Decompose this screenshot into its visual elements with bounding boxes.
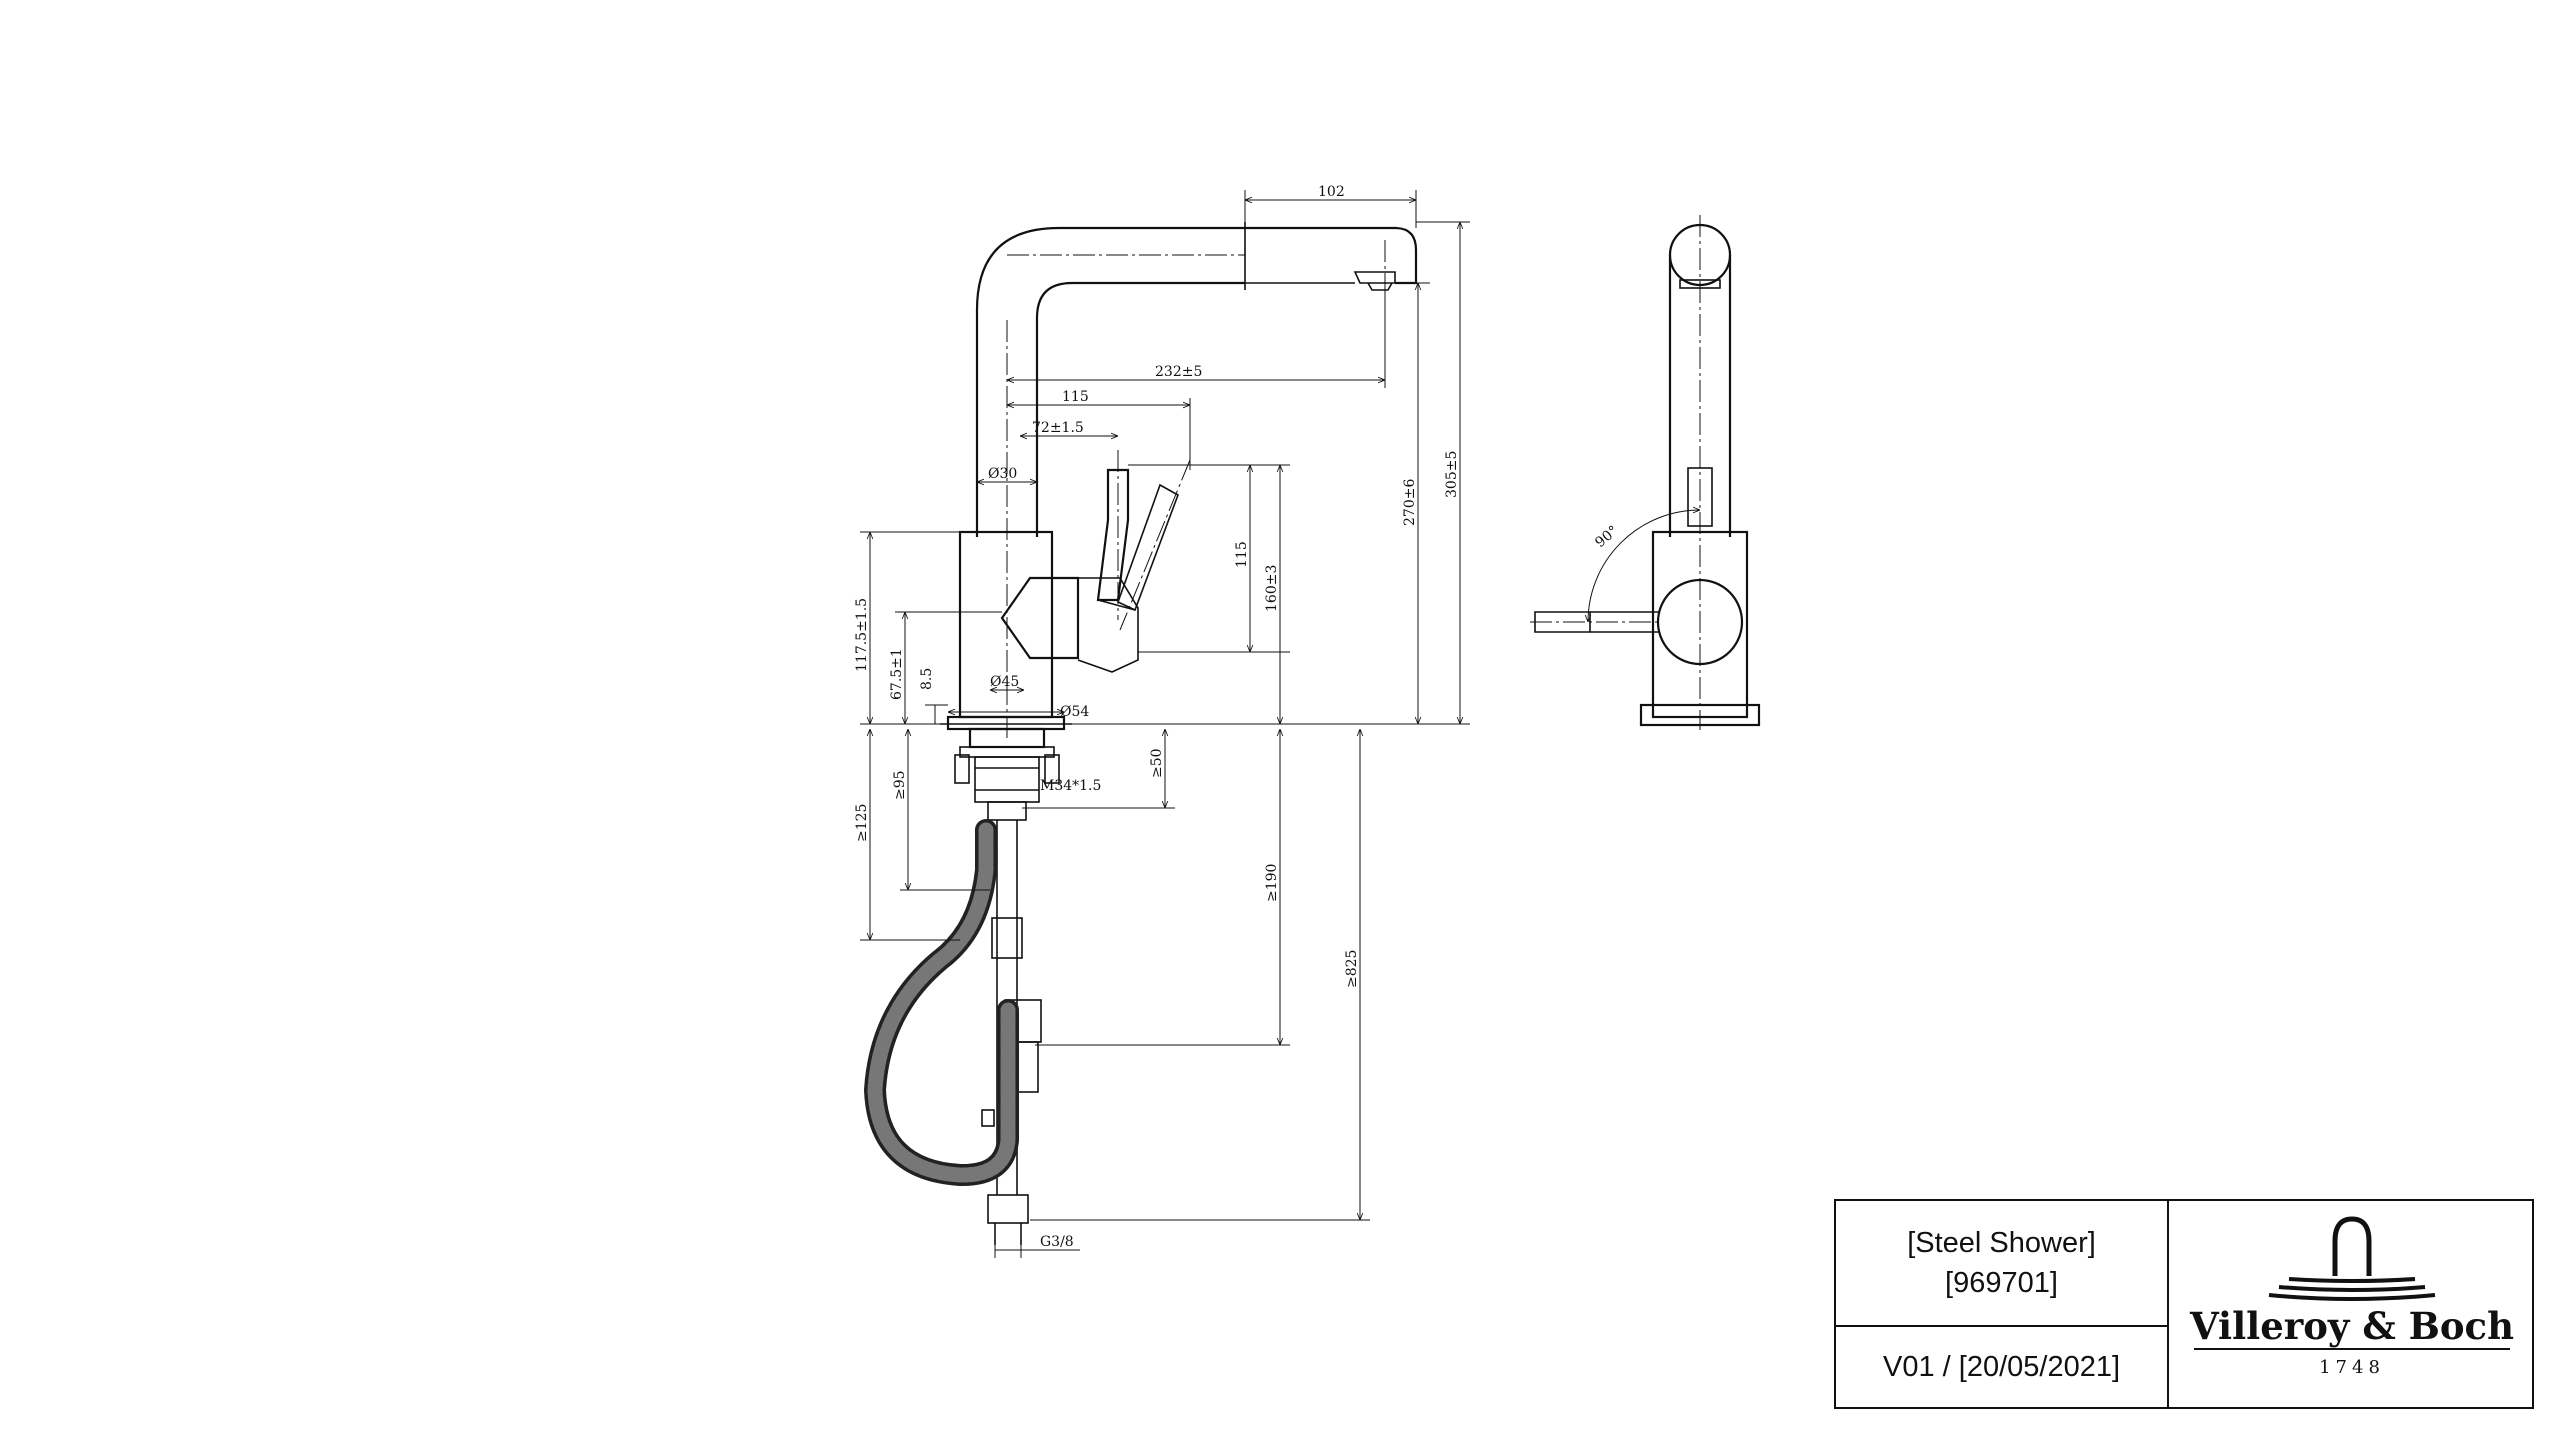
brand-logo: Villeroy & Boch 1748	[2169, 1201, 2532, 1407]
dim-lever-height: 115	[1234, 541, 1250, 568]
dim-body-height: 117.5±1.5	[854, 598, 870, 672]
dim-thread: M34*1.5	[1040, 778, 1101, 794]
dim-min-depth-825: ≥825	[1344, 950, 1360, 988]
dim-min-depth-125: ≥125	[854, 804, 870, 842]
dim-lever-offset: 115	[1062, 389, 1089, 405]
dim-pivot-height: 67.5±1	[889, 648, 905, 700]
product-name: [Steel Shower]	[1907, 1227, 2096, 1259]
dim-spout-reach: 232±5	[1155, 364, 1202, 380]
dim-min-shank: ≥50	[1149, 748, 1165, 778]
brand-year: 1748	[2319, 1357, 2385, 1378]
version-date: V01 / [20/05/2021]	[1882, 1351, 2121, 1383]
product-code: [969701]	[1945, 1267, 2058, 1299]
front-view: 102 232±5 115 72±1.5 Ø30 Ø45 Ø54 115 160…	[854, 184, 1470, 1258]
version-cell: V01 / [20/05/2021]	[1836, 1327, 2167, 1407]
title-block-info: [Steel Shower] [969701] V01 / [20/05/202…	[1836, 1201, 2169, 1407]
faucet-logo-icon: Villeroy & Boch 1748	[2189, 1216, 2514, 1378]
dim-connection-thread: G3/8	[1040, 1234, 1074, 1250]
dim-min-depth-95: ≥95	[892, 770, 908, 800]
dim-body-dia-upper: Ø30	[988, 466, 1017, 482]
dim-outlet-height: 270±6	[1402, 479, 1418, 526]
dim-base-dia: Ø54	[1060, 704, 1089, 720]
dim-spout-tip: 102	[1318, 184, 1345, 200]
dim-min-depth-190: ≥190	[1264, 864, 1280, 902]
product-cell: [Steel Shower] [969701]	[1836, 1201, 2167, 1327]
brand-name: Villeroy & Boch	[2189, 1304, 2514, 1348]
dim-body-dia-lower: Ø45	[990, 674, 1019, 690]
side-view: 90°	[1530, 215, 1761, 730]
title-block: [Steel Shower] [969701] V01 / [20/05/202…	[1834, 1199, 2534, 1409]
dim-base-ring: 8.5	[919, 668, 935, 690]
dim-lever-axis-offset: 72±1.5	[1032, 420, 1084, 436]
dim-lever-pivot-height: 160±3	[1264, 565, 1280, 612]
dim-total-height: 305±5	[1444, 451, 1460, 498]
